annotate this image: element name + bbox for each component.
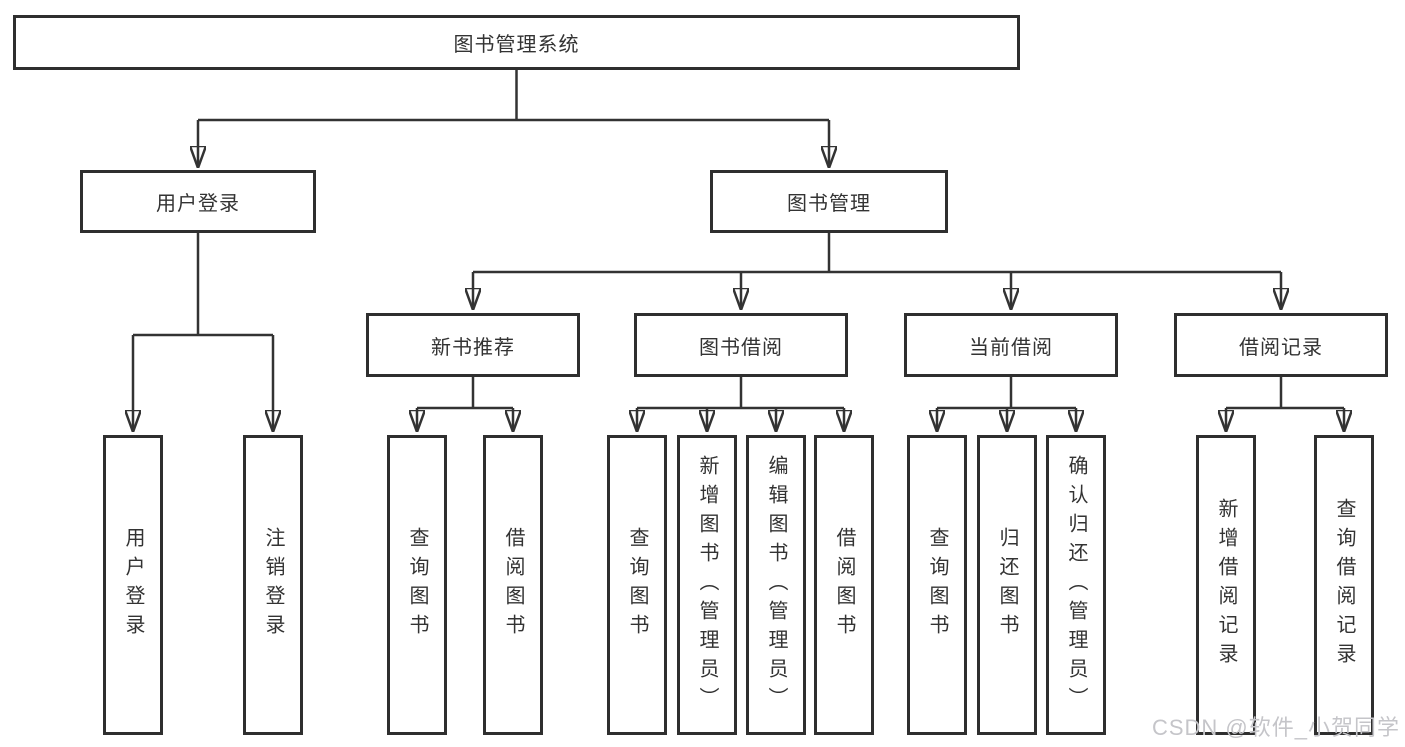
leaf-cb-query-books-label: 查询图书 xyxy=(926,527,948,643)
leaf-bb-add-books-admin: 新增图书（管理员） xyxy=(677,435,737,735)
leaf-bb-query-books-label: 查询图书 xyxy=(626,527,648,643)
leaf-br-query-record-label: 查询借阅记录 xyxy=(1333,498,1355,672)
connector-borrowing-records-branch xyxy=(1226,377,1344,410)
node-book-borrowing: 图书借阅 xyxy=(634,313,848,377)
csdn-watermark: CSDN @软件_小贺同学 xyxy=(1151,715,1400,740)
leaf-bb-borrow-books-label: 借阅图书 xyxy=(833,527,855,643)
leaf-bb-edit-books-admin: 编辑图书（管理员） xyxy=(746,435,806,735)
node-user-login: 用户登录 xyxy=(80,170,316,233)
node-borrowing-records: 借阅记录 xyxy=(1174,313,1388,377)
leaf-bb-borrow-books: 借阅图书 xyxy=(814,435,874,735)
leaf-cb-confirm-return-admin: 确认归还（管理员） xyxy=(1046,435,1106,735)
node-current-borrowing: 当前借阅 xyxy=(904,313,1118,377)
connector-book-management-branch xyxy=(473,233,1281,274)
leaf-bb-edit-books-admin-label: 编辑图书（管理员） xyxy=(765,454,787,716)
leaf-nbr-borrow-books-label: 借阅图书 xyxy=(502,527,524,643)
connector-book-borrowing-branch xyxy=(637,377,844,410)
leaf-br-query-record: 查询借阅记录 xyxy=(1314,435,1374,735)
connector-root-branch xyxy=(198,70,829,122)
leaf-br-add-record-label: 新增借阅记录 xyxy=(1215,498,1237,672)
leaf-user-login: 用户登录 xyxy=(103,435,163,735)
leaf-bb-query-books: 查询图书 xyxy=(607,435,667,735)
leaf-nbr-query-books: 查询图书 xyxy=(387,435,447,735)
leaf-cb-query-books: 查询图书 xyxy=(907,435,967,735)
node-book-management: 图书管理 xyxy=(710,170,948,233)
leaf-br-add-record: 新增借阅记录 xyxy=(1196,435,1256,735)
leaf-logout-label: 注销登录 xyxy=(262,527,284,643)
connector-current-borrowing-branch xyxy=(937,377,1076,410)
leaf-nbr-borrow-books: 借阅图书 xyxy=(483,435,543,735)
leaf-cb-return-books: 归还图书 xyxy=(977,435,1037,735)
connector-user-login-branch xyxy=(133,233,273,337)
leaf-nbr-query-books-label: 查询图书 xyxy=(406,527,428,643)
node-new-book-recommendation: 新书推荐 xyxy=(366,313,580,377)
leaf-cb-return-books-label: 归还图书 xyxy=(996,527,1018,643)
leaf-user-login-label: 用户登录 xyxy=(122,527,144,643)
node-library-management-system: 图书管理系统 xyxy=(13,15,1020,70)
connector-new-book-recommendation-branch xyxy=(417,377,513,410)
leaf-cb-confirm-return-admin-label: 确认归还（管理员） xyxy=(1065,454,1087,716)
leaf-bb-add-books-admin-label: 新增图书（管理员） xyxy=(696,454,718,716)
leaf-logout: 注销登录 xyxy=(243,435,303,735)
